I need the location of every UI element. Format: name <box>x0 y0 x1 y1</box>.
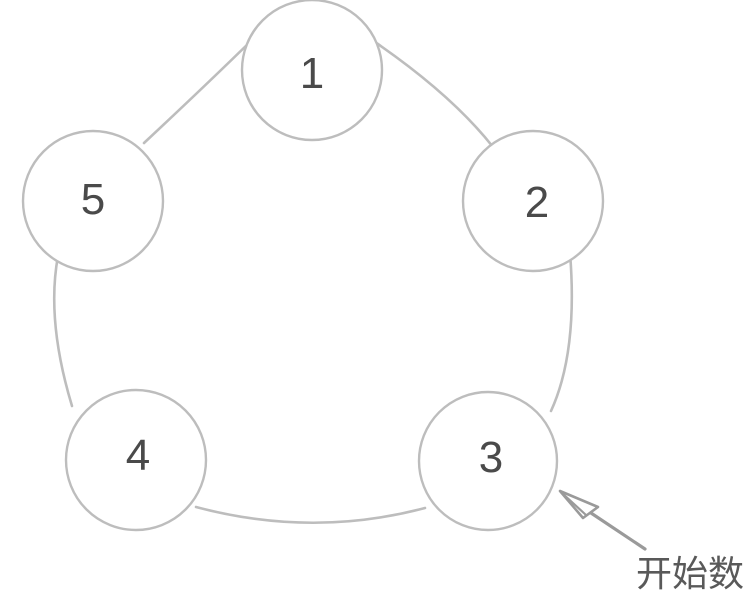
node-circle-5[interactable] <box>21 129 165 273</box>
node-circle-3[interactable] <box>417 390 559 532</box>
edge-2-to-3 <box>549 251 574 413</box>
annotation-label-start-count: 开始数 <box>636 554 745 595</box>
arrow-shaft <box>586 509 647 551</box>
annotation-arrow <box>558 489 647 551</box>
edge-4-to-5 <box>52 254 74 408</box>
node-circle-1[interactable] <box>240 0 384 142</box>
arrow-head-inner-line <box>560 491 588 517</box>
edge-5-to-1 <box>142 38 254 145</box>
node-circle-4[interactable] <box>64 388 208 532</box>
edge-3-to-4 <box>194 505 427 525</box>
edge-1-to-2 <box>373 40 495 149</box>
node-circle-group <box>21 0 605 532</box>
edge-group <box>52 38 574 525</box>
node-circle-2[interactable] <box>461 129 605 273</box>
arrow-head-icon <box>558 489 600 520</box>
